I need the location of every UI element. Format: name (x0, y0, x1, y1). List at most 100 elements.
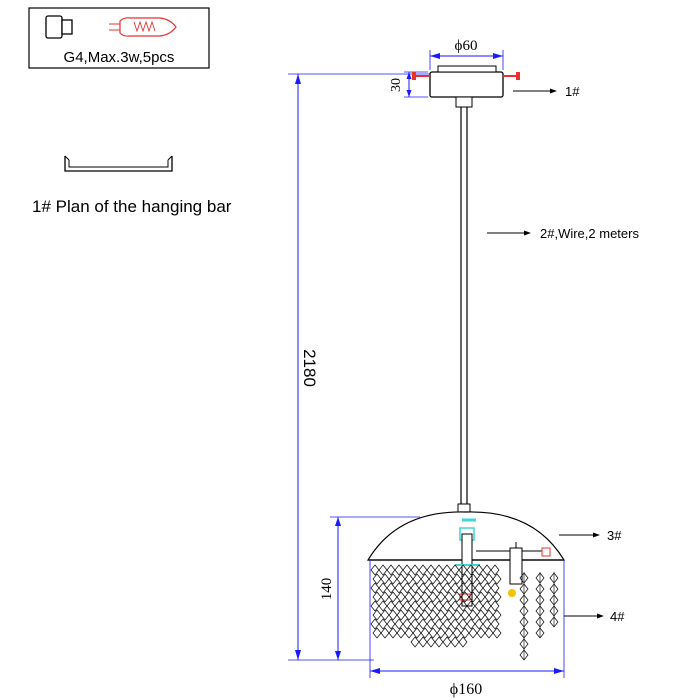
crystal-bead (372, 627, 382, 639)
crystal-bead (519, 627, 529, 639)
crystal-bead (396, 609, 406, 621)
crystal-bead (468, 609, 478, 621)
crystal-bead (549, 583, 559, 595)
canopy-diameter-label: ϕ60 (455, 38, 478, 54)
crystal-bead (452, 609, 462, 621)
callout-part2-label: 2#,Wire,2 meters (540, 226, 639, 241)
crystal-bead (450, 600, 460, 612)
crystal-bead (380, 627, 390, 639)
crystal-bead (535, 627, 545, 639)
crystal-bead (442, 582, 452, 594)
g4-bulb-icon (109, 17, 177, 37)
crystal-bead (394, 582, 404, 594)
crystal-bead (386, 564, 396, 576)
crystal-bead (402, 582, 412, 594)
crystal-bead (412, 573, 422, 585)
crystal-bead (404, 573, 414, 585)
crystal-bead (482, 600, 492, 612)
crystal-bead (396, 627, 406, 639)
crystal-bead (434, 636, 444, 648)
crystal-bead (404, 591, 414, 603)
crystal-bead (452, 591, 462, 603)
crystal-bead (378, 582, 388, 594)
crystal-bead (386, 600, 396, 612)
crystal-bead (388, 573, 398, 585)
crystal-bead (386, 618, 396, 630)
crystal-bead (380, 573, 390, 585)
crystal-bead (458, 600, 468, 612)
crystal-bead (450, 564, 460, 576)
crystal-bead (410, 582, 420, 594)
body-diameter-dimension (369, 560, 565, 678)
crystal-bead (519, 594, 529, 606)
crystal-bead (410, 564, 420, 576)
crystal-bead (460, 573, 470, 585)
crystal-bead (450, 618, 460, 630)
crystal-bead (492, 573, 502, 585)
crystal-bead (378, 618, 388, 630)
crystal-bead (482, 618, 492, 630)
body-diameter-label: ϕ160 (450, 681, 482, 698)
crystal-bead (519, 572, 529, 584)
crystal-bead (490, 600, 500, 612)
crystal-bead (466, 564, 476, 576)
crystal-bead (396, 591, 406, 603)
crystal-bead (458, 636, 468, 648)
crystal-bead (492, 627, 502, 639)
mounting-screw-right-icon (503, 72, 520, 80)
crystal-bead (436, 573, 446, 585)
body-height-dimension (330, 516, 420, 660)
crystal-bead (388, 627, 398, 639)
crystal-bead (436, 591, 446, 603)
crystal-bead (404, 609, 414, 621)
crystal-bead (466, 618, 476, 630)
crystal-bead (474, 618, 484, 630)
crystal-bead (458, 618, 468, 630)
callout-arrow-part1 (513, 88, 557, 94)
body-height-label: 140 (319, 578, 335, 601)
mounting-screw-left-icon (412, 72, 430, 80)
crystal-bead (372, 591, 382, 603)
crystal-bead (394, 618, 404, 630)
crystal-bead (434, 600, 444, 612)
crystal-bead (412, 627, 422, 639)
crystal-bead (444, 591, 454, 603)
crystal-bead (434, 564, 444, 576)
crystal-bead (474, 600, 484, 612)
crystal-bead (388, 591, 398, 603)
canopy-height-label: 30 (389, 78, 404, 92)
suspension-wire (455, 96, 473, 513)
crystal-bead (428, 627, 438, 639)
crystal-bead (484, 627, 494, 639)
crystal-bead (428, 573, 438, 585)
callout-arrow-part2 (487, 230, 531, 236)
crystal-bead (412, 609, 422, 621)
crystal-bead (549, 572, 559, 584)
crystal-bead (370, 564, 380, 576)
crystal-bead (372, 609, 382, 621)
crystal-bead (519, 638, 529, 650)
crystal-bead (410, 636, 420, 648)
crystal-bead (370, 618, 380, 630)
crystal-bead (420, 591, 430, 603)
crystal-bead (535, 572, 545, 584)
callout-part3-label: 3# (607, 528, 622, 543)
crystal-bead (482, 564, 492, 576)
crystal-bead (380, 591, 390, 603)
crystal-bead (484, 609, 494, 621)
crystal-bead (426, 600, 436, 612)
crystal-bead (436, 609, 446, 621)
crystal-bead (519, 649, 529, 661)
crystal-bead (372, 573, 382, 585)
bulb-info-box: G4,Max.3w,5pcs (28, 7, 210, 69)
crystal-bead (426, 636, 436, 648)
crystal-bead (412, 591, 422, 603)
crystal-bead (434, 618, 444, 630)
crystal-bead (549, 605, 559, 617)
callout-arrow-part4 (564, 613, 604, 619)
crystal-bead (378, 564, 388, 576)
crystal-bead (444, 573, 454, 585)
canopy-diameter-dimension (429, 50, 504, 70)
crystal-bead (442, 618, 452, 630)
crystal-bead (460, 609, 470, 621)
